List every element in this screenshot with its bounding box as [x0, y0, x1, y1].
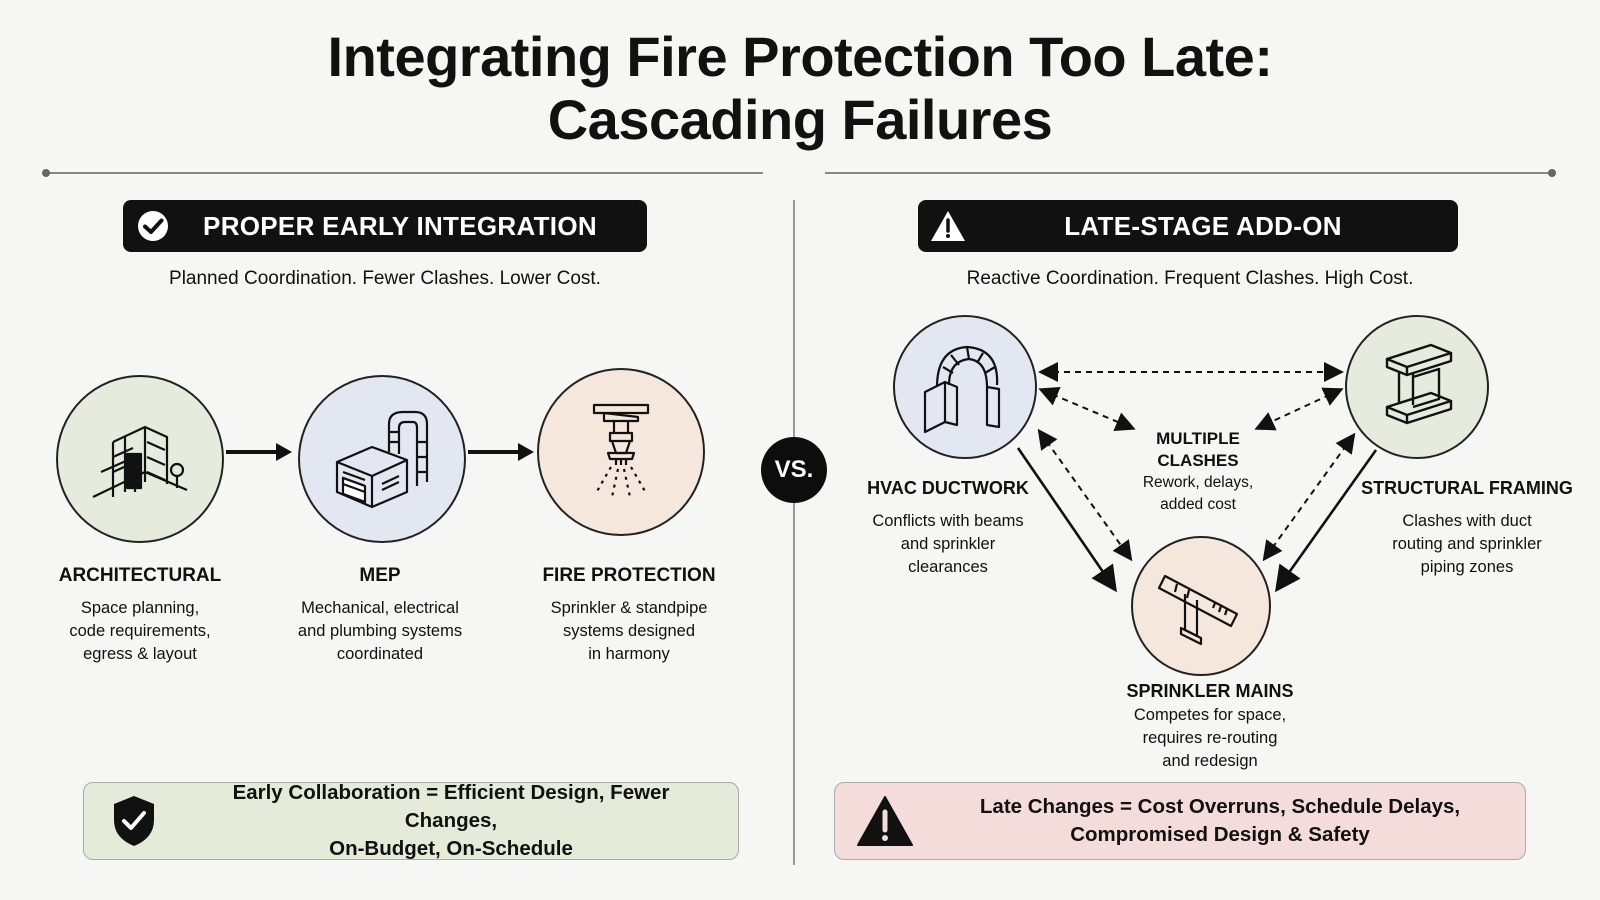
right-divider — [825, 169, 1556, 177]
architectural-desc: Space planning,code requirements,egress … — [69, 599, 211, 663]
early-integration-label: PROPER EARLY INTEGRATION — [203, 210, 597, 241]
page-title-line-1: Integrating Fire Protection Too Late: — [327, 25, 1273, 88]
mep-label: MEP — [359, 565, 401, 586]
left-divider — [42, 169, 763, 177]
early-integration-subtitle: Planned Coordination. Fewer Clashes. Low… — [169, 268, 601, 289]
late-stage-label: LATE-STAGE ADD-ON — [1064, 210, 1342, 241]
late-stage-subtitle: Reactive Coordination. Frequent Clashes.… — [966, 268, 1414, 289]
pipe-tee-icon — [1155, 558, 1247, 655]
shield-check-icon — [84, 794, 184, 848]
sprinkler-mains-label: SPRINKLER MAINS — [1126, 681, 1294, 701]
structural-label: STRUCTURAL FRAMING — [1361, 478, 1573, 498]
early-collaboration-line-1: Early Collaboration = Efficient Design, … — [232, 781, 670, 832]
arrow-hvac-center — [1038, 387, 1136, 431]
arrow-architectural-to-mep — [226, 443, 292, 461]
arrow-mep-to-fire-protection — [468, 443, 534, 461]
hvac-circle — [893, 315, 1037, 459]
late-stage-banner: LATE-STAGE ADD-ON — [918, 200, 1458, 252]
late-changes-line-1: Late Changes = Cost Overruns, Schedule D… — [979, 795, 1461, 818]
arrow-hvac-sprinkler-dashed — [1037, 428, 1133, 562]
vs-badge: VS. — [761, 437, 827, 503]
warning-triangle-icon — [918, 209, 978, 243]
early-collaboration-summary: Early Collaboration = Efficient Design, … — [83, 781, 739, 860]
mep-circle — [298, 375, 466, 543]
sprinkler-head-icon — [566, 395, 676, 510]
early-collaboration-line-2: On-Budget, On-Schedule — [329, 837, 573, 860]
fire-protection-label: FIRE PROTECTION — [542, 565, 716, 586]
hvac-label: HVAC DUCTWORK — [867, 478, 1029, 498]
architectural-circle — [56, 375, 224, 543]
arrow-hvac-to-sprinkler — [1016, 447, 1117, 593]
fire-protection-circle — [537, 368, 705, 536]
center-divider — [793, 200, 795, 865]
multiple-clashes: MULTIPLE CLASHES Rework, delays, added c… — [1142, 429, 1254, 513]
early-integration-banner: PROPER EARLY INTEGRATION — [123, 200, 647, 252]
ductwork-icon — [917, 337, 1013, 438]
building-icon — [85, 402, 195, 517]
warning-triangle-icon — [835, 795, 935, 847]
hvac-unit-icon — [327, 402, 437, 517]
structural-circle — [1345, 315, 1489, 459]
sprinkler-mains-circle — [1131, 536, 1271, 676]
architectural-label: ARCHITECTURAL — [58, 565, 222, 586]
page-title-line-2: Cascading Failures — [547, 88, 1053, 151]
arrow-structural-center — [1254, 387, 1344, 431]
arrow-structural-to-sprinkler — [1274, 449, 1378, 593]
late-changes-line-2: Compromised Design & Safety — [1070, 823, 1370, 846]
arrow-structural-sprinkler-dashed — [1262, 432, 1356, 562]
steel-beam-icon — [1369, 337, 1465, 438]
late-changes-summary: Late Changes = Cost Overruns, Schedule D… — [834, 782, 1526, 860]
check-circle-icon — [123, 209, 183, 243]
